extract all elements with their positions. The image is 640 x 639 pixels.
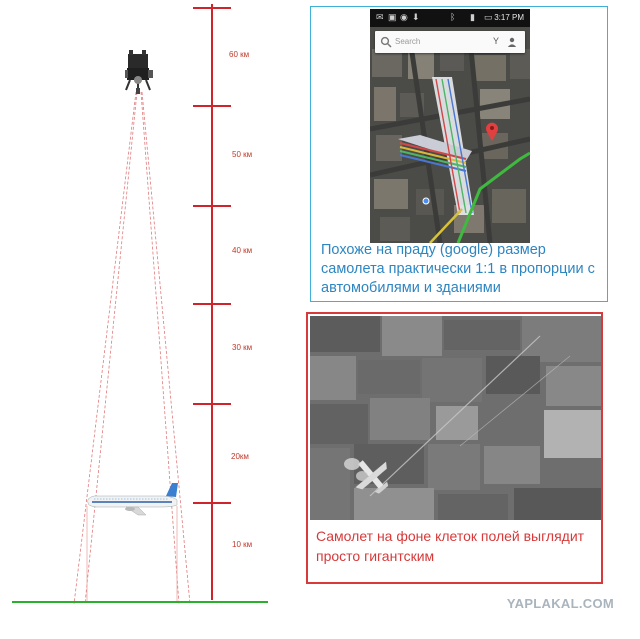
field-parcel	[444, 320, 520, 350]
map-building	[380, 217, 410, 241]
field-parcel	[514, 488, 601, 520]
contrail-line	[369, 335, 541, 497]
altitude-label-50: 50 км	[232, 150, 253, 159]
view-cone	[73, 91, 191, 605]
field-parcel	[382, 316, 442, 356]
altitude-label-30: 30 км	[232, 343, 253, 352]
map-building	[510, 49, 530, 79]
view-cone-inner-left	[84, 91, 138, 605]
airplane-streak-yellow	[399, 146, 467, 164]
map-building	[474, 55, 506, 81]
field-satellite-image	[310, 316, 601, 520]
mail-icon: ✉	[376, 12, 384, 22]
airplane-icon	[87, 483, 178, 516]
field-parcel	[310, 356, 356, 400]
view-cone-inner-right	[140, 91, 180, 605]
account-icon[interactable]	[507, 37, 517, 47]
route-line-yellow	[429, 208, 463, 243]
directions-icon[interactable]: Y	[492, 36, 499, 46]
signal-icon: ▮	[470, 12, 475, 22]
field-parcel	[310, 316, 380, 352]
image-icon: ▣	[388, 12, 397, 22]
location-icon: ◉	[400, 12, 408, 22]
download-icon: ⬇	[412, 12, 420, 22]
scale-diagram: 60 км 50 км 40 км 30 км 20км 10 км	[0, 0, 290, 634]
scale-diagram-svg	[12, 4, 268, 605]
altitude-label-10: 10 км	[232, 540, 253, 549]
map-building	[492, 189, 526, 223]
field-parcel	[358, 360, 420, 394]
contrail-glow	[344, 458, 368, 481]
field-parcel	[310, 448, 350, 520]
bluetooth-icon: ᛒ	[450, 12, 456, 22]
field-parcel	[522, 316, 601, 362]
contrail-glow-blob	[356, 471, 368, 481]
field-parcel	[310, 404, 368, 444]
map-road	[467, 38, 493, 243]
map-building	[372, 49, 402, 77]
satellite-icon	[125, 50, 153, 94]
aircraft-silhouette-icon	[355, 460, 389, 494]
airplane-streak	[398, 77, 474, 215]
map-building	[440, 49, 464, 71]
field-parcel	[544, 410, 601, 458]
altitude-label-40: 40 км	[232, 246, 253, 255]
satellite-photo-panel: Самолет на фоне клеток полей выглядит пр…	[306, 312, 603, 584]
field-parcels	[310, 316, 601, 520]
map-building	[374, 179, 408, 209]
field-parcel	[438, 494, 508, 520]
phone-status-bar: ✉ ▣ ◉ ⬇ ᛒ ▮ ▭ 3:17 PM	[370, 9, 530, 27]
search-icon	[380, 36, 392, 48]
field-satellite-svg	[310, 316, 601, 520]
altitude-ticks	[193, 7, 231, 504]
search-placeholder: Search	[395, 37, 421, 46]
airplane-streak-red	[399, 142, 467, 160]
altitude-label-20: 20км	[231, 452, 249, 461]
field-parcel	[354, 488, 434, 520]
field-parcel	[370, 398, 430, 440]
field-parcel	[546, 366, 601, 406]
airplane-streak-blue	[447, 78, 473, 214]
airplane-streak-green	[399, 150, 467, 168]
field-parcel	[422, 358, 482, 402]
phone-screen: ✉ ▣ ◉ ⬇ ᛒ ▮ ▭ 3:17 PM Search Y	[370, 9, 530, 243]
contrail-line	[459, 355, 571, 447]
location-dot-icon	[422, 197, 430, 205]
status-time: 3:17 PM	[494, 13, 524, 22]
field-parcel	[428, 444, 480, 490]
map-building	[416, 189, 444, 215]
route-line	[456, 151, 530, 243]
airplane-streak-green	[441, 78, 467, 214]
field-parcel	[436, 406, 478, 440]
airplane-streak-blue	[399, 154, 467, 172]
view-cone-right	[141, 91, 191, 605]
satellite-panel-caption: Самолет на фоне клеток полей выглядит пр…	[316, 528, 585, 564]
phone-panel-caption: Похоже на праду (google) размер самолета…	[321, 242, 595, 296]
airplane-streak-red	[435, 78, 461, 214]
plane-projection	[86, 506, 178, 602]
map-pin-icon	[486, 122, 498, 141]
contrail-glow-blob	[344, 458, 360, 470]
airplane-streak-beam	[398, 135, 472, 161]
field-parcel	[484, 446, 540, 484]
view-cone-left	[73, 91, 137, 605]
map-search-bar[interactable]: Search Y	[375, 31, 525, 53]
site-watermark: YAPLAKAL.COM	[506, 596, 614, 611]
map-building	[374, 87, 396, 121]
phone-screenshot-panel: ✉ ▣ ◉ ⬇ ᛒ ▮ ▭ 3:17 PM Search Y Похоже на…	[310, 6, 608, 302]
map-building	[376, 135, 402, 161]
battery-icon: ▭	[484, 12, 493, 22]
altitude-label-60: 60 км	[229, 50, 250, 59]
